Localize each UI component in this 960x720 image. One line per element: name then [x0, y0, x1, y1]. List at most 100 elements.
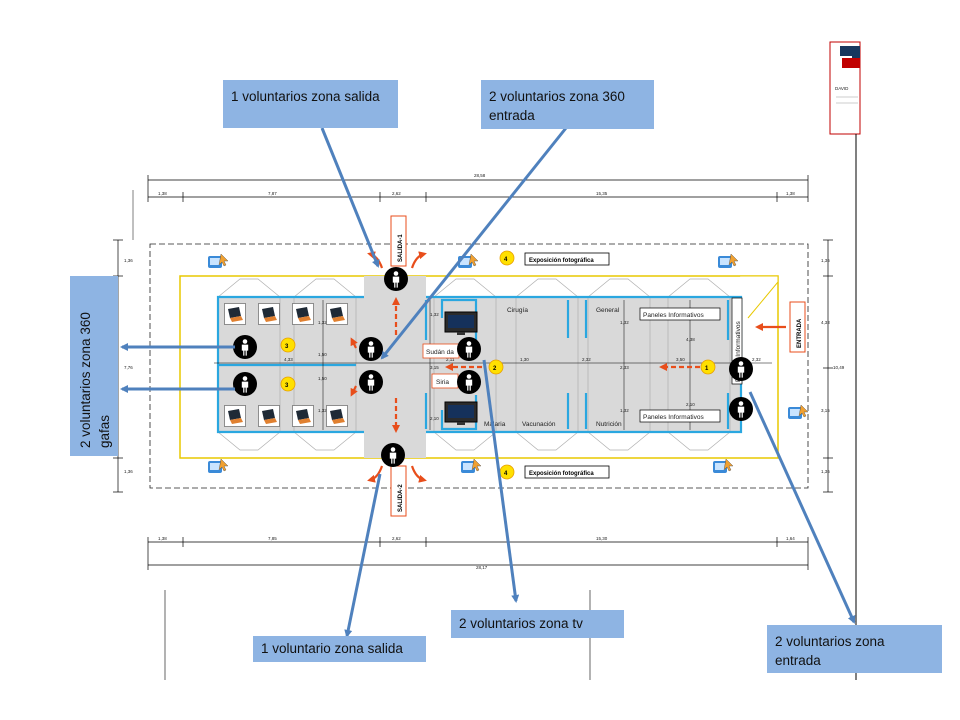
- zone-2: 2: [493, 366, 497, 372]
- exit-1-box: [390, 215, 407, 267]
- person-icon: [233, 372, 257, 396]
- dim-right-4: 1,36: [821, 469, 830, 474]
- dim-inner: 4,33: [284, 357, 293, 362]
- dim-bottom-1: 7,85: [268, 536, 277, 541]
- callout-left-vertical: 2 voluntarios zona 360 gafas: [70, 276, 118, 456]
- person-icon: [457, 337, 481, 361]
- zone-4b: 4: [504, 471, 508, 477]
- zone-markers: 1 2 3 3 4 4: [280, 250, 716, 480]
- room-cirugia: Cirugía: [507, 307, 528, 314]
- dim-bottom-3: 15,30: [596, 536, 608, 541]
- callout-top-right: 2 voluntarios zona 360 entrada: [481, 80, 654, 129]
- person-icon: [233, 335, 257, 359]
- dim-inner: 3,15: [430, 365, 439, 370]
- photo-expo-top-label: Exposición fotográfica: [529, 258, 594, 264]
- dim-inner: 2,32: [752, 357, 761, 362]
- person-icon: [384, 267, 408, 291]
- exit-2-box: [390, 465, 407, 517]
- room-vacunacion: Vacunación: [522, 421, 556, 428]
- legend-frame: DAVID: [829, 41, 861, 680]
- dim-total-bottom: 28,17: [476, 565, 488, 570]
- room-general: General: [596, 307, 620, 314]
- room-sudan: Sudán da: [426, 349, 454, 356]
- legend-title: DAVID: [835, 86, 849, 91]
- callout-top-left: 1 voluntarios zona salida: [223, 80, 398, 128]
- entrance-box: [789, 301, 806, 353]
- callout-arrows: [120, 127, 856, 638]
- cursor-icon: [207, 253, 229, 269]
- person-icon: [729, 397, 753, 421]
- dim-total-top: 28,58: [474, 173, 486, 178]
- panel-top: [639, 307, 721, 321]
- room-siria: Siria: [436, 379, 449, 386]
- dim-top-1: 7,87: [268, 191, 277, 196]
- dim-left-2: 1,36: [124, 469, 133, 474]
- zone-3b: 3: [285, 383, 289, 389]
- dim-bottom-2: 2,62: [392, 536, 401, 541]
- dim-inner: 2,32: [582, 357, 591, 362]
- dim-inner: 1,32: [620, 320, 629, 325]
- dim-top-4: 1,38: [786, 191, 795, 196]
- callout-bottom-left: 1 voluntario zona salida: [253, 636, 426, 662]
- dim-inner: 1,32: [318, 408, 327, 413]
- dimension-lines-bottom: [147, 537, 809, 570]
- dim-right-3: 3,15: [821, 408, 830, 413]
- panel-vertical-label: Paneles Informativos: [735, 321, 742, 382]
- panel-bottom: [639, 409, 721, 423]
- dim-inner: 2,11: [446, 357, 455, 362]
- person-icon: [381, 443, 405, 467]
- dim-top-0: 1,38: [158, 191, 167, 196]
- dim-right-2: 10,49: [833, 365, 845, 370]
- dim-inner: 2,10: [686, 402, 695, 407]
- cursor-icon: [460, 458, 482, 474]
- room-malaria: Malaria: [484, 421, 506, 428]
- photo-expo-bottom: [524, 465, 610, 479]
- cursor-icon: [787, 404, 809, 420]
- dim-right-0: 1,36: [821, 258, 830, 263]
- exit-2-label: SALIDA-2: [398, 484, 404, 512]
- zone-3a: 3: [285, 344, 289, 350]
- tv-icon: [444, 311, 478, 425]
- person-icon: [359, 370, 383, 394]
- dim-right-1: 4,33: [821, 320, 830, 325]
- zone-1: 1: [705, 366, 709, 372]
- callout-bottom-right: 2 voluntarios zona entrada: [767, 625, 942, 673]
- dim-inner: 1,32: [620, 408, 629, 413]
- cursor-icon: [207, 458, 229, 474]
- entrance-label: ENTRADA: [797, 318, 803, 348]
- dim-top-3: 15,35: [596, 191, 608, 196]
- callout-bottom-mid: 2 voluntarios zona tv: [451, 610, 624, 638]
- dimension-lines-top: [147, 175, 809, 202]
- panel-top-label: Paneles Informativos: [643, 312, 704, 319]
- dimension-lines-sides: [113, 239, 833, 493]
- photo-expo-bottom-label: Exposición fotográfica: [529, 471, 594, 477]
- dim-inner: 2,10: [430, 416, 439, 421]
- dim-bottom-0: 1,38: [158, 536, 167, 541]
- person-icon: [729, 357, 753, 381]
- person-icon: [359, 337, 383, 361]
- cursor-icon: [717, 253, 739, 269]
- dim-inner: 1,32: [430, 312, 439, 317]
- panel-vertical: [731, 297, 743, 385]
- entrance-corner: [740, 275, 779, 319]
- dim-left-1: 7,76: [124, 365, 133, 370]
- dim-left-0: 1,36: [124, 258, 133, 263]
- dim-inner: 1,32: [318, 320, 327, 325]
- dim-inner: 3,50: [676, 357, 685, 362]
- panel-bottom-label: Paneles Informativos: [643, 414, 704, 421]
- person-icon: [457, 370, 481, 394]
- dim-inner: 1,50: [318, 376, 327, 381]
- dim-top-2: 2,62: [392, 191, 401, 196]
- dim-inner: 1,50: [318, 352, 327, 357]
- room-nutricion: Nutrición: [596, 421, 622, 428]
- zone-4a: 4: [504, 257, 508, 263]
- dim-inner: 1,30: [520, 357, 529, 362]
- site-boundary: [149, 243, 809, 489]
- dim-inner: 4,38: [686, 337, 695, 342]
- flow-arrows: [350, 251, 786, 483]
- photo-expo-top: [524, 252, 610, 266]
- dim-bottom-4: 1,64: [786, 536, 795, 541]
- exit-1-label: SALIDA-1: [398, 234, 404, 262]
- dim-inner: 2,33: [620, 365, 629, 370]
